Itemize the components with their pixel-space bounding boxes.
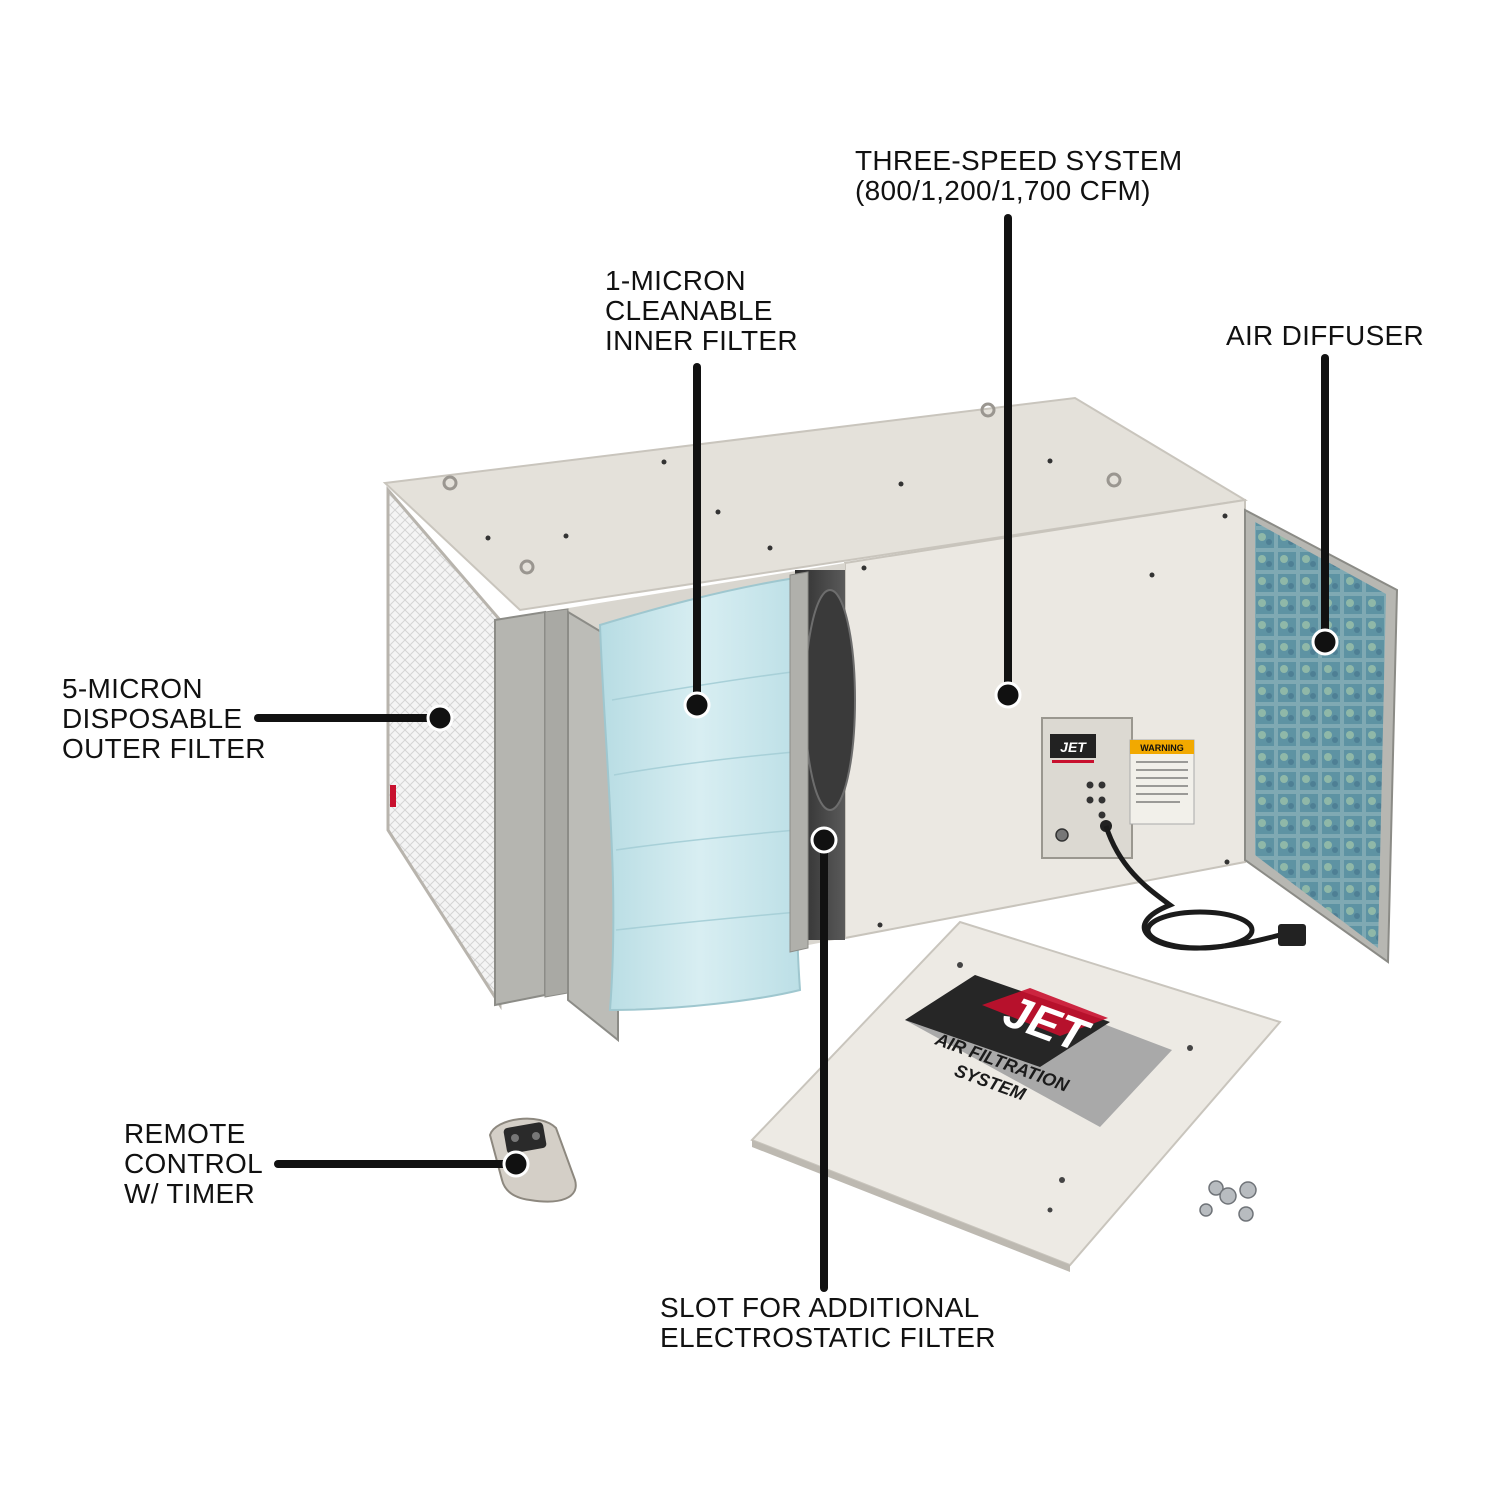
plug — [1278, 924, 1306, 946]
power-switch — [1055, 828, 1069, 842]
callout-inner-filter: 1-MICRON CLEANABLE INNER FILTER — [605, 266, 798, 356]
inner-filter-bag — [598, 576, 802, 1012]
three-speed-dot — [994, 681, 1022, 709]
callout-line-text: ELECTROSTATIC FILTER — [660, 1322, 996, 1353]
callout-line-text: CLEANABLE — [605, 295, 773, 326]
control-panel: JET — [1041, 717, 1133, 859]
callout-air-diffuser: AIR DIFFUSER — [1226, 321, 1424, 351]
fan-ring — [804, 589, 856, 811]
callout-electrostatic-slot: SLOT FOR ADDITIONAL ELECTROSTATIC FILTER — [660, 1293, 996, 1353]
warning-text: WARNING — [1140, 743, 1184, 753]
callout-line-text: DISPOSABLE — [62, 703, 243, 734]
outer-filter-dot — [426, 704, 454, 732]
callout-line-text: 1-MICRON — [605, 265, 746, 296]
callout-line-text: SLOT FOR ADDITIONAL — [660, 1292, 980, 1323]
warning-label: WARNING — [1129, 739, 1195, 825]
slot-dot — [810, 826, 838, 854]
callout-three-speed-system: THREE-SPEED SYSTEM (800/1,200/1,700 CFM) — [855, 146, 1182, 206]
callout-line-text: REMOTE — [124, 1118, 246, 1149]
callout-line-text: THREE-SPEED SYSTEM — [855, 145, 1183, 176]
callout-line-text: W/ TIMER — [124, 1178, 255, 1209]
control-brand: JET — [1060, 739, 1087, 755]
panel-screw-holes — [957, 962, 1193, 1213]
filter-rail — [544, 608, 569, 998]
remote-dot — [502, 1150, 530, 1178]
rivet — [485, 458, 1230, 928]
callout-outer-filter: 5-MICRON DISPOSABLE OUTER FILTER — [62, 674, 266, 764]
eye-bolt — [442, 402, 1122, 575]
outer-filter-frame — [494, 610, 546, 1007]
callout-line-text: INNER FILTER — [605, 325, 798, 356]
cord-coil — [1145, 909, 1255, 951]
callout-line-text: AIR DIFFUSER — [1226, 320, 1425, 351]
callout-line-text: (800/1,200/1,700 CFM) — [855, 175, 1151, 206]
red-indicator — [390, 785, 396, 807]
callout-remote-control: REMOTE CONTROL W/ TIMER — [124, 1119, 263, 1209]
remote-control — [488, 1117, 577, 1203]
inner-filter-dot — [683, 691, 711, 719]
callout-line-text: 5-MICRON — [62, 673, 203, 704]
slot-rail — [789, 571, 809, 953]
callout-line-text: CONTROL — [124, 1148, 263, 1179]
callout-line-text: OUTER FILTER — [62, 733, 266, 764]
access-panel-edge — [752, 1140, 1070, 1272]
callout-lines — [254, 214, 1339, 1292]
diffuser-dot — [1311, 628, 1339, 656]
thumb-screws — [1199, 1180, 1257, 1222]
air-diffuser-mesh — [1255, 522, 1386, 948]
